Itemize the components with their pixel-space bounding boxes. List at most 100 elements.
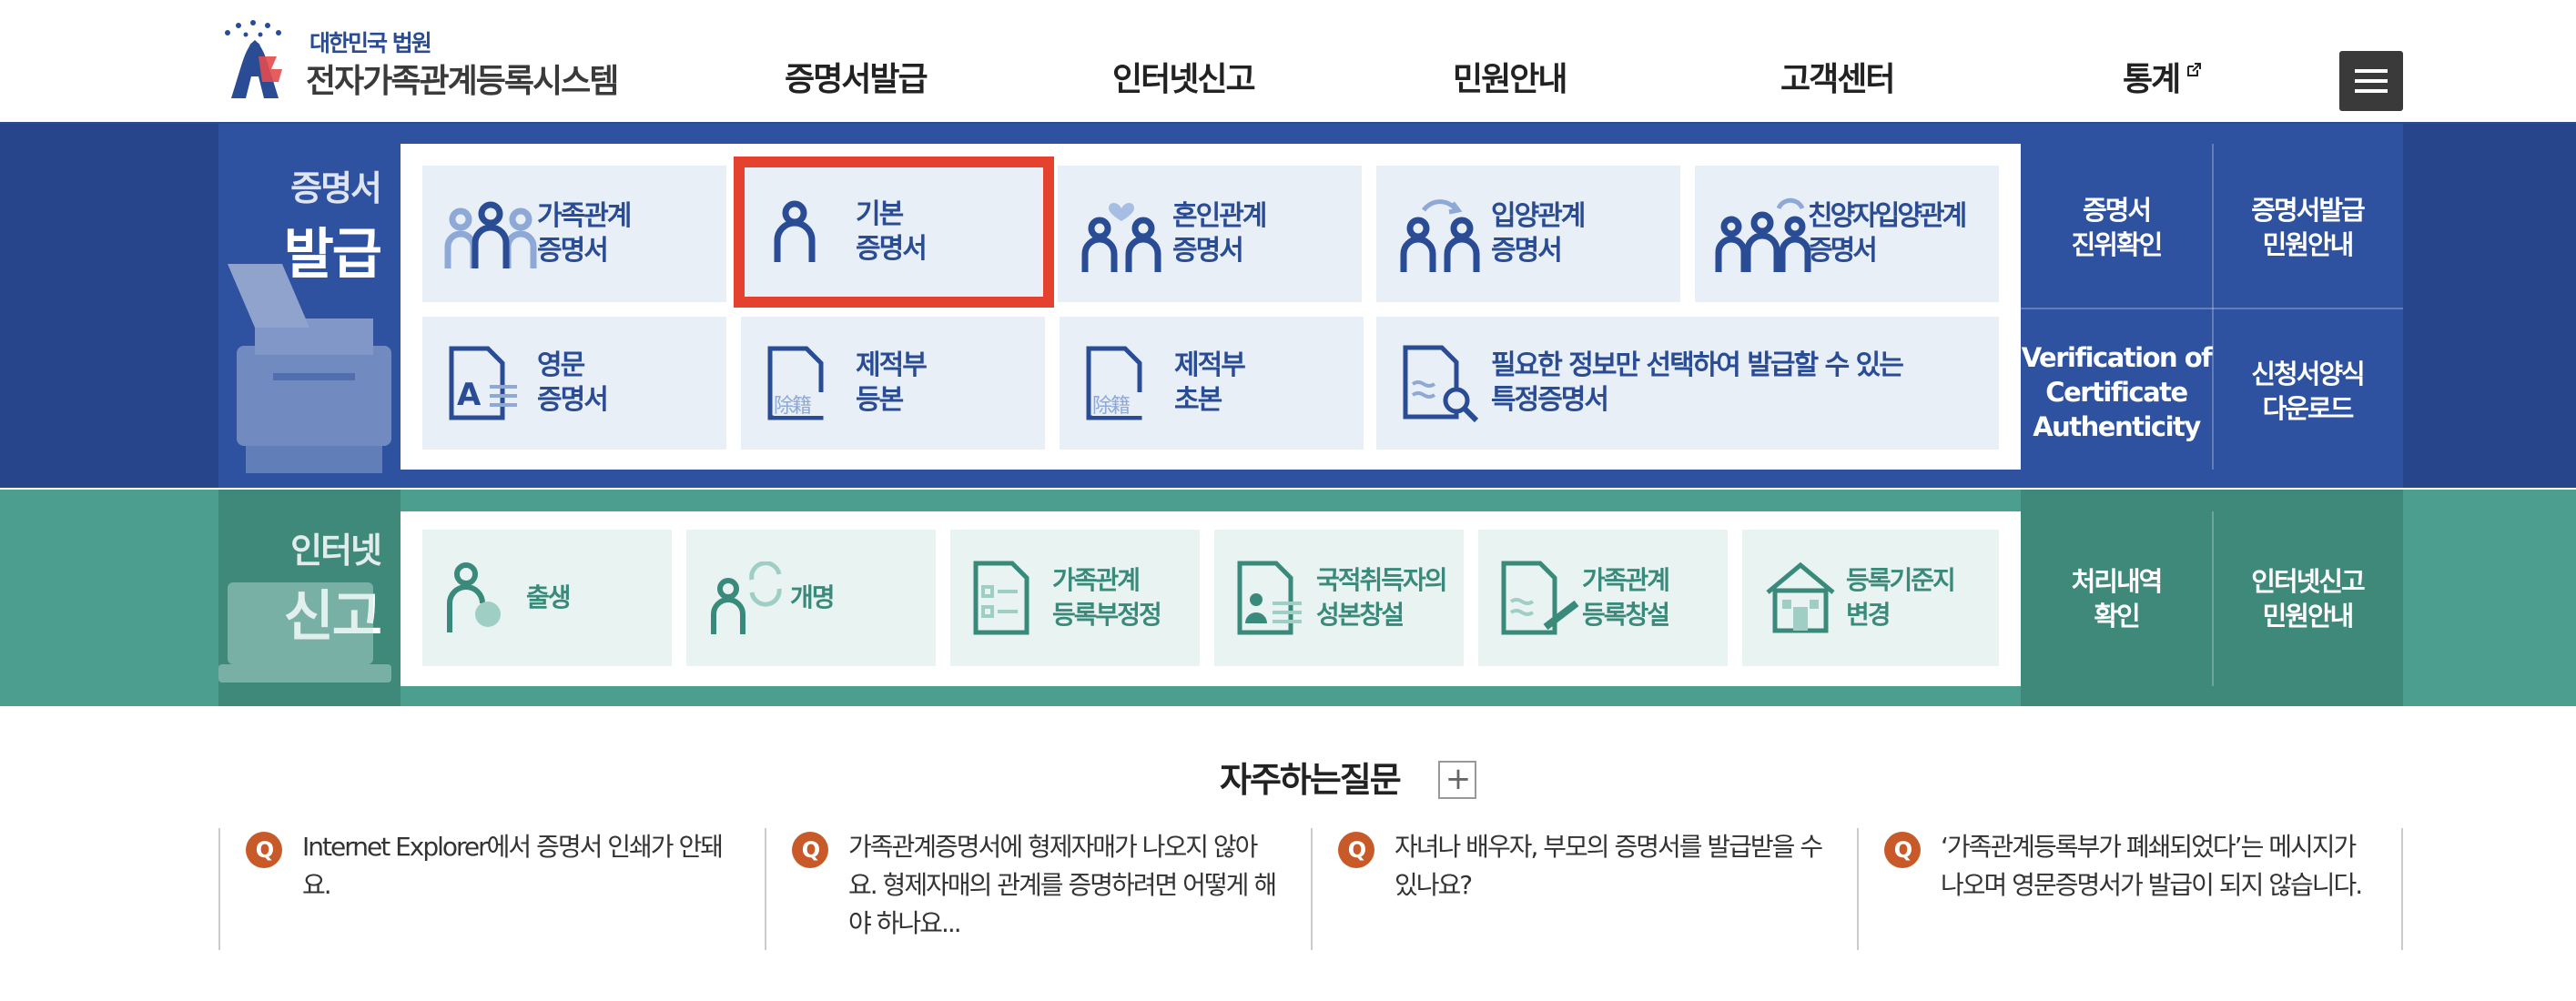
logo-subtitle: 대한민국 법원 xyxy=(309,30,432,56)
section-edge-right xyxy=(2021,490,2403,706)
full-adoption-icon xyxy=(1715,197,1811,272)
faq-title: 자주하는질문 xyxy=(1220,760,1402,800)
document-edit-icon xyxy=(1501,561,1579,635)
card-birth-report[interactable]: 출생 xyxy=(422,530,672,666)
faq-divider xyxy=(1857,828,1859,950)
card-label: 개명 xyxy=(790,582,836,612)
logo-title: 전자가족관계등록시스템 xyxy=(306,63,619,100)
side-divider xyxy=(2212,511,2214,686)
faq-divider xyxy=(1311,828,1313,950)
court-emblem-icon xyxy=(225,20,282,98)
certificate-section-title: 증명서 발급 xyxy=(218,160,382,289)
svg-text:A: A xyxy=(457,377,482,413)
faq-question: Internet Explorer에서 증명서 인쇄가 안돼요. xyxy=(302,832,724,900)
section-title-bottom: 발급 xyxy=(283,223,382,287)
nav-internet-report[interactable]: 인터넷신고 xyxy=(1112,53,1256,100)
laptop-illustration-icon xyxy=(218,582,391,682)
question-icon: Q xyxy=(1884,832,1921,868)
section-title-top: 증명서 xyxy=(290,168,382,208)
nav-civil-guide[interactable]: 민원안내 xyxy=(1453,53,1567,100)
card-label: 출생 xyxy=(526,582,572,612)
nav-label: 민원안내 xyxy=(1453,61,1567,98)
faq-divider xyxy=(218,828,220,950)
faq-item[interactable]: Q 자녀나 배우자, 부모의 증명서를 발급받을 수 있나요? xyxy=(1311,828,1857,950)
printer-illustration-icon xyxy=(228,264,391,473)
hamburger-menu-icon[interactable] xyxy=(2339,51,2403,111)
faq-item[interactable]: Q Internet Explorer에서 증명서 인쇄가 안돼요. xyxy=(218,828,765,950)
adoption-icon xyxy=(1400,199,1480,272)
nav-customer-center[interactable]: 고객센터 xyxy=(1780,53,1895,100)
nav-statistics[interactable]: 통계 xyxy=(2123,53,2202,100)
external-link-icon xyxy=(2181,61,2202,83)
faq-question: 자녀나 배우자, 부모의 증명서를 발급받을 수 있나요? xyxy=(1394,832,1823,900)
section-title-bottom: 신고 xyxy=(218,572,382,652)
removed-register-extract-icon: 除籍 xyxy=(1086,346,1154,420)
svg-text:除籍: 除籍 xyxy=(774,395,811,418)
section-title-top: 인터넷 xyxy=(290,531,382,571)
faq-more-button[interactable]: + xyxy=(1438,761,1476,799)
question-icon: Q xyxy=(246,832,282,868)
section-edge-right xyxy=(2403,124,2576,488)
faq-question: ‘가족관계등록부가 폐쇄되었다’는 메시지가 나오며 영문증명서가 발급이 되지… xyxy=(1941,832,2363,900)
section-edge-left xyxy=(0,124,218,488)
faq-divider xyxy=(2401,828,2403,950)
svg-text:除籍: 除籍 xyxy=(1092,395,1130,418)
checklist-icon xyxy=(973,561,1029,635)
report-section-title: 인터넷 신고 xyxy=(218,522,382,652)
nav-certificate-issue[interactable]: 증명서발급 xyxy=(785,53,928,100)
nav-label: 고객센터 xyxy=(1780,61,1895,98)
faq-item[interactable]: Q ‘가족관계등록부가 폐쇄되었다’는 메시지가 나오며 영문증명서가 발급이 … xyxy=(1857,828,2403,950)
side-divider xyxy=(2212,144,2214,470)
question-icon: Q xyxy=(1338,832,1374,868)
person-icon xyxy=(774,200,816,262)
removed-register-document-icon: 除籍 xyxy=(767,346,836,420)
site-logo[interactable]: 대한민국 법원 전자가족관계등록시스템 xyxy=(218,20,619,102)
english-document-icon: A xyxy=(449,346,517,420)
nav-label: 통계 xyxy=(2123,61,2181,98)
site-header: 대한민국 법원 전자가족관계등록시스템 증명서발급 인터넷신고 민원안내 고객센… xyxy=(0,0,2576,124)
birth-icon xyxy=(447,562,501,632)
faq-item[interactable]: Q 가족관계증명서에 형제자매가 나오지 않아요. 형제자매의 관계를 증명하려… xyxy=(765,828,1311,950)
faq-question: 가족관계증명서에 형제자매가 나오지 않아요. 형제자매의 관계를 증명하려면 … xyxy=(848,832,1277,938)
section-edge-left xyxy=(218,490,401,706)
document-search-icon xyxy=(1403,345,1479,422)
marriage-icon xyxy=(1081,203,1161,272)
side-divider xyxy=(2021,308,2403,309)
family-icon xyxy=(444,201,537,268)
house-icon xyxy=(1766,561,1835,633)
faq-divider xyxy=(765,828,766,950)
id-card-icon xyxy=(1237,561,1302,635)
card-name-change-report[interactable]: 개명 xyxy=(686,530,936,666)
